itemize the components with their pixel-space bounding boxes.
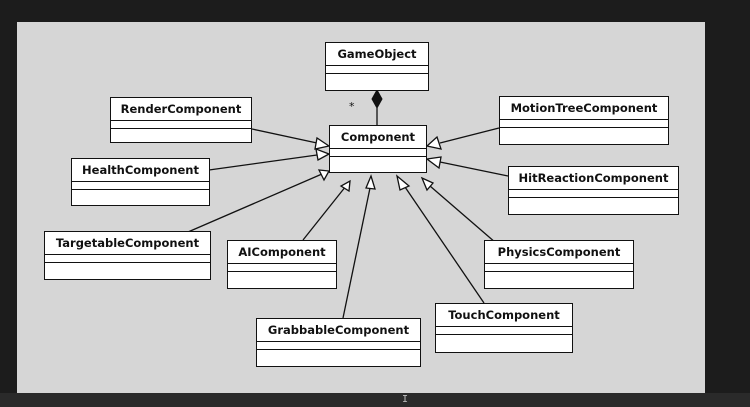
class-name: AIComponent: [228, 241, 336, 264]
class-name: TouchComponent: [436, 304, 572, 327]
class-motiontree-component: MotionTreeComponent: [499, 96, 669, 145]
targetable-inheritance-arrow-icon: [317, 169, 331, 182]
class-name: HealthComponent: [72, 159, 209, 182]
methods-compartment: [485, 272, 633, 279]
class-physics-component: PhysicsComponent: [484, 240, 634, 289]
attributes-compartment: [257, 342, 420, 350]
class-grabbable-component: GrabbableComponent: [256, 318, 421, 367]
class-name: Component: [330, 126, 426, 149]
attributes-compartment: [228, 264, 336, 272]
composition-diamond-icon: [371, 88, 383, 110]
attributes-compartment: [509, 190, 678, 198]
hitreaction-inheritance-arrow-icon: [425, 156, 442, 170]
class-health-component: HealthComponent: [71, 158, 210, 206]
methods-compartment: [228, 272, 336, 279]
methods-compartment: [257, 350, 420, 357]
health-inheritance-line: [208, 154, 318, 171]
class-ai-component: AIComponent: [227, 240, 337, 289]
class-name: PhysicsComponent: [485, 241, 633, 264]
methods-compartment: [330, 157, 426, 164]
attributes-compartment: [500, 120, 668, 128]
hitreaction-inheritance-line: [439, 161, 509, 177]
methods-compartment: [111, 129, 251, 136]
physics-inheritance-arrow-icon: [420, 176, 435, 192]
methods-compartment: [509, 198, 678, 205]
grabbable-inheritance-arrow-icon: [365, 174, 376, 190]
class-name: GameObject: [326, 43, 428, 66]
class-name: HitReactionComponent: [509, 167, 678, 190]
class-targetable-component: TargetableComponent: [44, 231, 211, 280]
class-gameobject: GameObject: [325, 42, 429, 91]
methods-compartment: [45, 263, 210, 270]
targetable-inheritance-line: [187, 173, 323, 233]
class-hitreaction-component: HitReactionComponent: [508, 166, 679, 215]
attributes-compartment: [111, 121, 251, 129]
player-bottom-strip: [0, 393, 750, 407]
health-inheritance-arrow-icon: [315, 147, 331, 162]
attributes-compartment: [436, 327, 572, 335]
methods-compartment: [72, 190, 209, 197]
attributes-compartment: [485, 264, 633, 272]
methods-compartment: [436, 335, 572, 342]
grabbable-inheritance-line: [342, 187, 371, 319]
class-name: TargetableComponent: [45, 232, 210, 255]
motiontree-inheritance-line: [439, 127, 500, 144]
class-name: GrabbableComponent: [257, 319, 420, 342]
methods-compartment: [500, 128, 668, 135]
multiplicity-label: *: [349, 100, 355, 113]
class-name: RenderComponent: [111, 98, 251, 121]
methods-compartment: [326, 74, 428, 81]
ai-inheritance-arrow-icon: [339, 179, 351, 193]
text-cursor-icon: I: [402, 394, 409, 405]
class-render-component: RenderComponent: [110, 97, 252, 143]
attributes-compartment: [330, 149, 426, 157]
render-inheritance-line: [251, 128, 318, 144]
touch-inheritance-arrow-icon: [395, 174, 411, 191]
class-name: MotionTreeComponent: [500, 97, 668, 120]
touch-inheritance-line: [404, 186, 485, 304]
ai-inheritance-line: [302, 185, 347, 241]
class-touch-component: TouchComponent: [435, 303, 573, 353]
attributes-compartment: [72, 182, 209, 190]
class-component: Component: [329, 125, 427, 173]
motiontree-inheritance-arrow-icon: [425, 135, 442, 150]
attributes-compartment: [326, 66, 428, 74]
attributes-compartment: [45, 255, 210, 263]
physics-inheritance-line: [429, 185, 497, 244]
render-inheritance-arrow-icon: [314, 136, 331, 150]
